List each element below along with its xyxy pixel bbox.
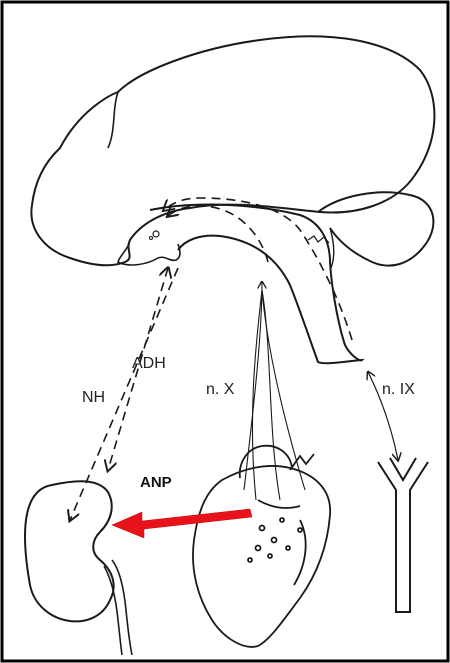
- nh-label: NH: [82, 389, 105, 406]
- carotid-bifurcation: [378, 458, 428, 612]
- nix-label: n. IX: [382, 381, 415, 398]
- anp-label: ANP: [140, 474, 172, 491]
- nx-label: n. X: [206, 381, 235, 398]
- kidney: [25, 481, 132, 655]
- heart: [193, 446, 330, 647]
- anp-arrow: [112, 509, 252, 538]
- adh-label: ADH: [132, 355, 166, 372]
- afferent-dashed-paths: [164, 198, 352, 340]
